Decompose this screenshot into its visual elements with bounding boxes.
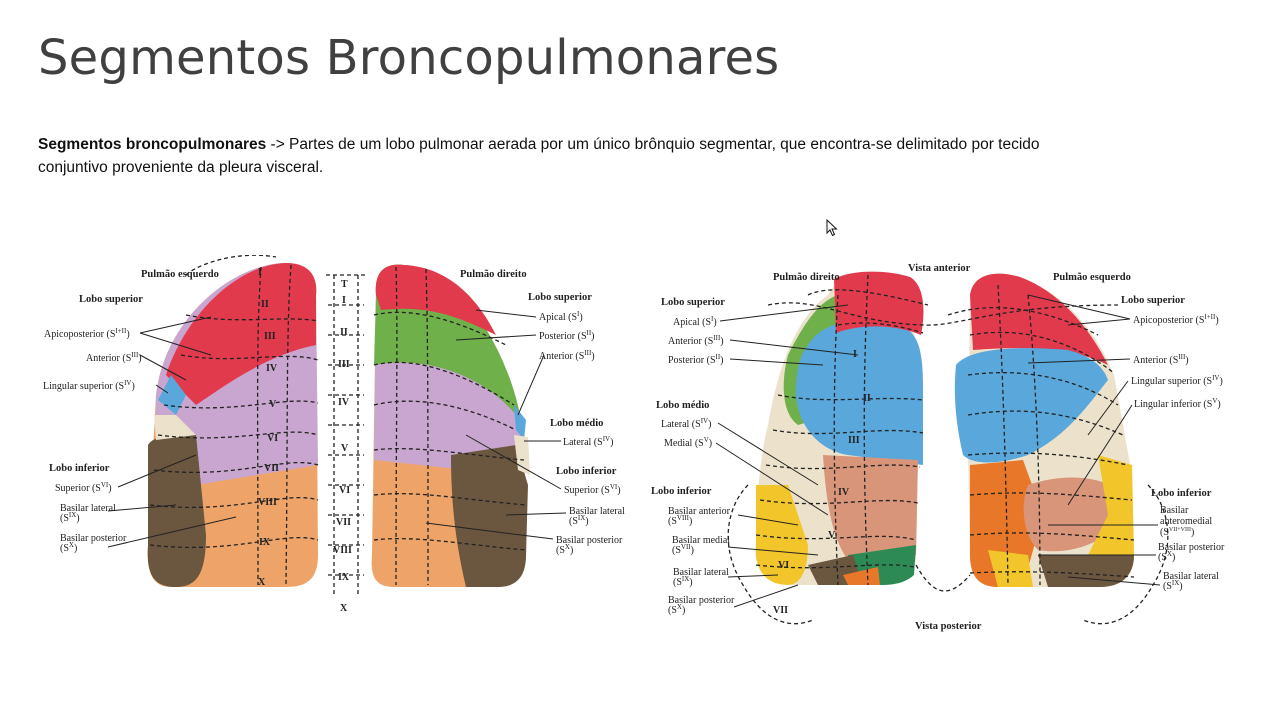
segment-numerals-left-lung: I II III IV V VI VII VIII IX X: [258, 267, 279, 588]
label-basilar-anteromedial-3b: anteromedial: [1160, 516, 1212, 527]
label-lingular-superior-3: Lingular superior (SIV): [1131, 374, 1223, 387]
label-basilar-lateral-2: Basilar lateral: [673, 567, 729, 578]
right-lung-right-figure: [755, 271, 929, 586]
vertebra-label: IV: [338, 397, 350, 408]
vertebra-label: VIII: [333, 545, 352, 556]
right-lung-title: Pulmão direito: [460, 269, 527, 280]
label-lobo-medio-2: Lobo médio: [656, 400, 709, 411]
label-lobo-superior-r: Lobo superior: [528, 292, 592, 303]
label-medial-2: Medial (SV): [664, 436, 712, 449]
label-basilar-posterior-2: Basilar posterior: [668, 595, 735, 606]
segment-numeral: V: [269, 399, 277, 410]
vertebra-label: I: [342, 295, 346, 306]
vertebra-label: VI: [339, 485, 350, 496]
label-lobo-superior-3: Lobo superior: [1121, 295, 1185, 306]
label-basilar-posterior-code-r: (SX): [556, 543, 573, 556]
slide-description: Segmentos broncopulmonares -> Partes de …: [38, 133, 1098, 179]
description-text: -> Partes de um lobo pulmonar aerada por…: [38, 136, 1040, 176]
label-basilar-anterior-code-2: (SVIII): [668, 514, 692, 527]
segment-numeral: III: [848, 435, 860, 446]
left-lung-title-2: Pulmão esquerdo: [1053, 272, 1131, 283]
label-basilar-posterior-r: Basilar posterior: [556, 535, 623, 546]
label-posterior-2: Posterior (SII): [668, 353, 724, 366]
segment-numeral: IV: [838, 487, 850, 498]
label-basilar-posterior-code-2: (SX): [668, 603, 685, 616]
segment-numeral: III: [264, 331, 276, 342]
label-anterior-r: Anterior (SIII): [539, 349, 595, 362]
segment-numeral: II: [863, 393, 871, 404]
label-posterior: Posterior (SII): [539, 329, 595, 342]
label-lobo-medio: Lobo médio: [550, 418, 603, 429]
label-basilar-posterior-3: Basilar posterior: [1158, 542, 1225, 553]
description-term: Segmentos broncopulmonares: [38, 136, 267, 153]
label-lobo-superior: Lobo superior: [79, 294, 143, 305]
segment-numeral: X: [258, 577, 266, 588]
label-lingular-superior: Lingular superior (SIV): [43, 379, 135, 392]
label-apical: Apical (SI): [539, 310, 583, 323]
label-lateral-2: Lateral (SIV): [661, 417, 711, 430]
label-basilar-posterior: Basilar posterior: [60, 533, 127, 544]
left-lung-right-figure: [947, 273, 1135, 587]
label-lateral: Lateral (SIV): [563, 435, 613, 448]
vertebra-label: T: [341, 279, 348, 290]
segment-numeral: VII: [264, 463, 279, 474]
label-apicoposterior: Apicoposterior (SI+II): [44, 327, 130, 340]
view-anterior-title: Vista anterior: [908, 263, 971, 274]
segment-numeral: I: [258, 267, 262, 278]
vertebral-column: T I II III IV V VI VII VIII IX X: [326, 274, 366, 614]
label-lingular-inferior-3: Lingular inferior (SV): [1134, 397, 1221, 410]
label-basilar-medial-2: Basilar medial: [672, 535, 730, 546]
left-lung-left-figure: [147, 255, 319, 587]
label-superior-r: Superior (SVI): [564, 483, 621, 496]
slide-title: Segmentos Broncopulmonares: [38, 30, 780, 86]
label-lobo-inferior: Lobo inferior: [49, 463, 110, 474]
segment-numeral: V: [828, 530, 836, 541]
right-lung-diagram: I II III IV V VI VII Vista anterior Vist…: [651, 263, 1225, 632]
segment-numeral: VI: [778, 560, 789, 571]
label-basilar-lateral-r: Basilar lateral: [569, 506, 625, 517]
segment-numeral: IV: [266, 363, 278, 374]
label-basilar-lateral-code-3: (SIX): [1163, 579, 1183, 592]
label-anterior-2: Anterior (SIII): [668, 334, 724, 347]
vertebra-label: V: [341, 443, 349, 454]
label-basilar-anteromedial-code-3: (SVII+VIII): [1160, 527, 1194, 538]
label-apical-2: Apical (SI): [673, 315, 717, 328]
label-basilar-lateral-code-r: (SIX): [569, 514, 589, 527]
label-superior: Superior (SVI): [55, 481, 112, 494]
label-lobo-inferior-r: Lobo inferior: [556, 466, 617, 477]
label-basilar-posterior-code: (SX): [60, 541, 77, 554]
label-basilar-anteromedial-3a: Basilar: [1160, 505, 1189, 516]
view-posterior-title: Vista posterior: [915, 621, 982, 632]
segment-numeral: VIII: [258, 497, 277, 508]
label-basilar-medial-code-2: (SVII): [672, 543, 694, 556]
label-lobo-superior-2: Lobo superior: [661, 297, 725, 308]
label-lobo-inferior-3: Lobo inferior: [1151, 488, 1212, 499]
right-lung-title-2: Pulmão direito: [773, 272, 840, 283]
label-basilar-lateral-code-2: (SIX): [673, 575, 693, 588]
label-basilar-posterior-code-3: (SX): [1158, 550, 1175, 563]
label-basilar-lateral-code: (SIX): [60, 511, 80, 524]
label-anterior-3: Anterior (SIII): [1133, 353, 1189, 366]
vertebra-label: III: [338, 359, 350, 370]
label-basilar-anterior-2: Basilar anterior: [668, 506, 731, 517]
vertebra-label: II: [340, 327, 348, 338]
left-lung-diagram: T I II III IV V VI VII VIII IX X I II II…: [43, 255, 625, 614]
vertebra-label: VII: [336, 517, 351, 528]
label-anterior: Anterior (SIII): [86, 351, 142, 364]
segment-numeral: VI: [267, 433, 278, 444]
segment-numeral: VII: [773, 605, 788, 616]
label-apicoposterior-3: Apicoposterior (SI+II): [1133, 313, 1219, 326]
label-basilar-lateral-3: Basilar lateral: [1163, 571, 1219, 582]
vertebra-label: X: [340, 603, 348, 614]
segment-numeral: IX: [259, 537, 271, 548]
segment-numeral: II: [261, 299, 269, 310]
vertebra-label: IX: [338, 572, 350, 583]
mouse-cursor-icon: [826, 219, 838, 237]
left-lung-title: Pulmão esquerdo: [141, 269, 219, 280]
label-lobo-inferior-2: Lobo inferior: [651, 486, 712, 497]
label-basilar-lateral: Basilar lateral: [60, 503, 116, 514]
